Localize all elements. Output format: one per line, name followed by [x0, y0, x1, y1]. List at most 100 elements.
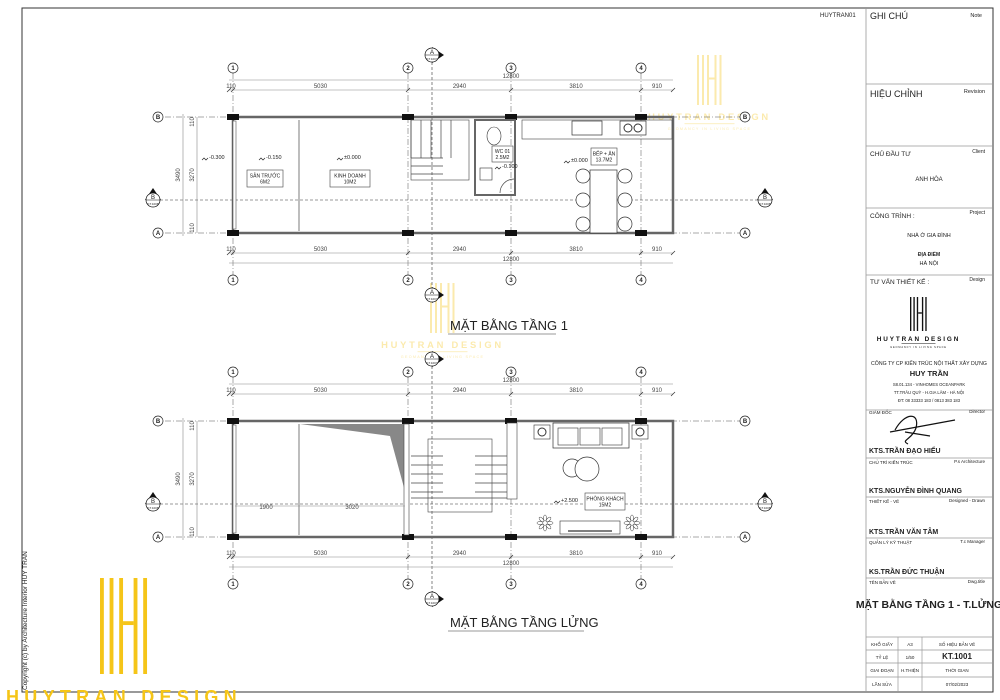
room-area: 15M2 [599, 503, 612, 509]
grid-label: A [743, 231, 748, 237]
wc-sink [479, 167, 493, 181]
dining-table [589, 169, 618, 234]
toilet [486, 126, 502, 146]
grid-label: 1 [231, 66, 235, 72]
dimension-tick [405, 87, 411, 93]
column [227, 114, 239, 120]
logo-bar [925, 297, 927, 331]
sheet-border [21, 7, 994, 693]
grid-bubble [227, 366, 239, 378]
dimension-text: 3270 [190, 168, 196, 182]
dimension-tick [670, 87, 676, 93]
director-name: KTS.TRẦN ĐẠO HIẾU [869, 445, 941, 455]
dimension-text: 2940 [453, 388, 467, 394]
grid-bubble [152, 531, 164, 543]
plant-leaf [536, 521, 544, 525]
section-marker: BKT.1008 [757, 492, 773, 512]
revision-label: HIỆU CHỈNH [870, 88, 923, 99]
dimension-text: 3810 [569, 388, 583, 394]
grid-label: B [156, 419, 161, 425]
logo-bar [697, 55, 699, 105]
dimension-tick [226, 554, 232, 560]
wc-walls [474, 119, 516, 196]
column [227, 418, 239, 424]
section-ref: KT.1007 [426, 601, 437, 605]
door-swing [499, 178, 515, 194]
dimension-text: 3810 [569, 551, 583, 557]
dimension-tick [226, 250, 232, 256]
grid-label: 2 [406, 278, 410, 284]
dimension-tick [405, 391, 411, 397]
room-name: WC 01 [495, 149, 511, 155]
grid-bubble [402, 578, 414, 590]
plant-leaf [630, 514, 634, 522]
dining-chair [617, 216, 633, 232]
grid-bubble [635, 578, 647, 590]
company-name: HUY TRẦN [910, 368, 949, 378]
logo-bar [702, 55, 704, 105]
room-name: KINH DOANH [334, 174, 366, 180]
grid-bubble [739, 415, 751, 427]
grid-label: 2 [406, 66, 410, 72]
table-cell: SỐ HIỆU BẢN VẼ [939, 640, 975, 647]
grid-label: 3 [509, 582, 513, 588]
grid-bubble [227, 62, 239, 74]
dimension-text: 910 [652, 247, 663, 253]
dimension-tick [508, 554, 514, 560]
column [635, 534, 647, 540]
lamp-icon [537, 427, 547, 437]
design-label-en: Design [969, 277, 985, 283]
logo-bar [119, 578, 124, 674]
column [505, 114, 517, 120]
grid-bubble [402, 274, 414, 286]
chief-label-en: P.s Architecture [954, 459, 985, 464]
column [635, 418, 647, 424]
title-block: GHI CHÚ Note HIỆU CHỈNH Revision CHỦ ĐẦU… [856, 11, 1000, 692]
section-letter: A [430, 290, 434, 296]
section-letter: A [430, 50, 434, 56]
section-ref: KT.1007 [426, 361, 437, 365]
column [227, 534, 239, 540]
column [227, 230, 239, 236]
grid-bubble [152, 111, 164, 123]
dining-chair [617, 168, 633, 184]
dimension-tick [638, 87, 644, 93]
stove-burner [633, 123, 643, 133]
column [505, 418, 517, 424]
room-area: 13.7M2 [596, 158, 613, 164]
grid-bubble [739, 227, 751, 239]
level-text: -0.100 [502, 164, 518, 170]
stove-burner [623, 123, 633, 133]
client-name: ANH HÒA [915, 176, 942, 183]
level-symbol [336, 157, 344, 161]
table-cell: KT.1001 [942, 652, 972, 661]
room-label-box [590, 147, 618, 166]
logo-bar [918, 312, 922, 314]
dimension-tick [638, 554, 644, 560]
tv-cabinet [559, 520, 621, 535]
plant-leaf [632, 523, 639, 530]
project-label: CÔNG TRÌNH : [870, 211, 915, 220]
logo-bar [719, 55, 722, 105]
level-text: -0.150 [266, 155, 282, 161]
logo-bar [913, 297, 915, 331]
dimension-text: 2940 [453, 551, 467, 557]
logo-bar [430, 283, 432, 333]
grid-bubble [739, 111, 751, 123]
section-letter: B [763, 499, 767, 505]
dimension-total: 12800 [503, 561, 520, 567]
side-table [631, 424, 649, 440]
column [402, 114, 414, 120]
dimension-text: 910 [652, 388, 663, 394]
section-letter: B [151, 499, 155, 505]
dimension-tick [638, 391, 644, 397]
logo-bar [100, 578, 104, 674]
plant-leaf [545, 523, 552, 530]
logo-tagline: GEOMANCY IN LIVING SPACE [668, 127, 751, 131]
dimension-tick [405, 250, 411, 256]
grid-bubble [227, 578, 239, 590]
side-table [533, 424, 551, 440]
level-symbol [258, 157, 266, 161]
